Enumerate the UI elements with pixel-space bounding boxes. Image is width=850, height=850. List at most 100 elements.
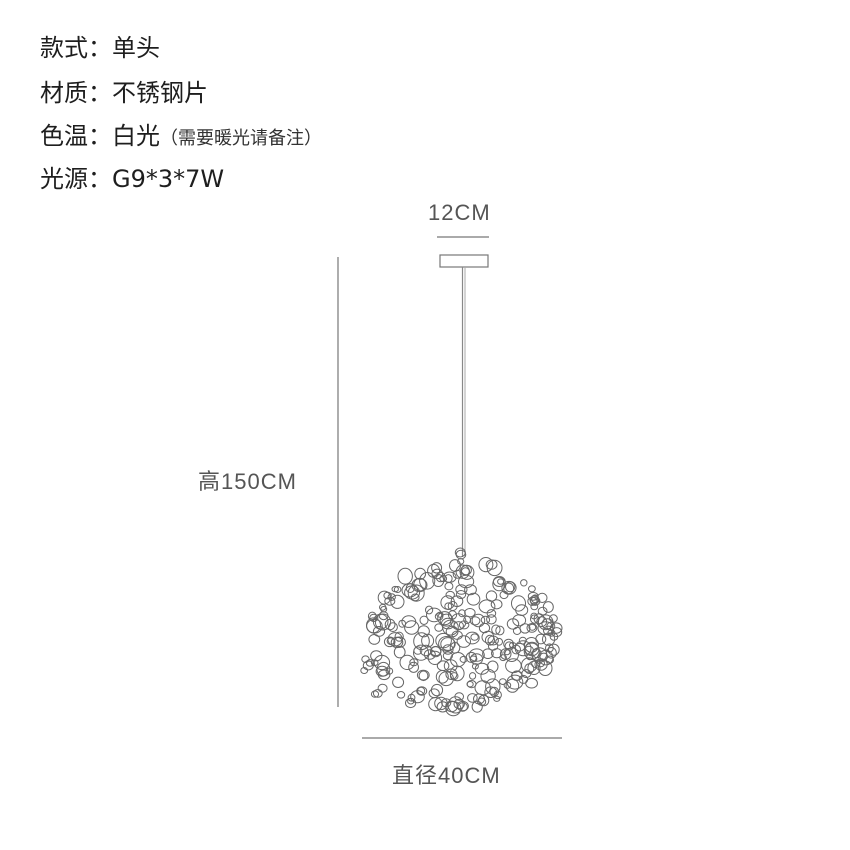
- petal-disc: [435, 632, 452, 649]
- petal-disc: [401, 583, 419, 598]
- petal-disc: [497, 578, 505, 585]
- petal-disc: [457, 702, 468, 712]
- petal-disc: [404, 620, 420, 635]
- petal-disc: [538, 660, 553, 677]
- petal-disc: [445, 590, 455, 599]
- petal-disc: [384, 618, 396, 631]
- petal-disc: [536, 659, 546, 668]
- petal-disc: [493, 690, 502, 700]
- petal-disc: [486, 609, 497, 618]
- petal-disc: [549, 622, 563, 634]
- petal-disc: [393, 645, 406, 659]
- petal-disc: [458, 609, 466, 618]
- petal-disc: [427, 650, 443, 666]
- petal-disc: [504, 641, 514, 651]
- spec-color-temp-note: （需要暖光请备注）: [160, 128, 322, 149]
- petal-disc: [372, 626, 386, 637]
- petal-disc: [518, 674, 529, 684]
- petal-disc: [535, 633, 547, 645]
- petal-disc: [458, 574, 475, 589]
- petal-disc: [408, 661, 420, 673]
- petal-disc: [491, 624, 501, 635]
- petal-disc: [524, 663, 535, 674]
- petal-disc: [463, 615, 472, 624]
- petal-disc: [430, 683, 444, 697]
- petal-disc: [464, 584, 477, 596]
- petal-disc: [480, 615, 491, 625]
- spec-color-temp-label: 色温：: [40, 122, 112, 150]
- petal-disc: [386, 637, 395, 646]
- petal-disc: [452, 569, 462, 579]
- petal-disc: [468, 648, 485, 662]
- spec-material: 材质：不锈钢片: [40, 78, 208, 108]
- spec-light-source-value: G9*3*7W: [112, 165, 225, 193]
- petal-disc: [495, 625, 505, 636]
- petal-disc: [524, 637, 539, 653]
- petal-disc: [512, 614, 527, 627]
- petal-disc: [464, 608, 476, 618]
- petal-disc: [444, 582, 454, 591]
- petal-disc: [532, 648, 542, 659]
- petal-disc: [486, 660, 499, 673]
- spec-light-source-label: 光源：: [40, 165, 112, 193]
- spec-light-source: 光源：G9*3*7W: [40, 164, 224, 194]
- diameter-label: 直径40CM: [392, 763, 501, 788]
- spec-color-temp-value: 白光: [112, 122, 160, 150]
- petal-disc: [428, 688, 440, 699]
- petal-disc: [449, 559, 461, 572]
- petal-disc: [503, 638, 515, 650]
- petal-disc: [526, 653, 534, 661]
- petal-disc: [455, 590, 467, 599]
- petal-disc: [370, 659, 379, 667]
- petal-disc: [383, 636, 396, 648]
- petal-disc: [485, 678, 501, 695]
- petal-disc: [370, 650, 383, 662]
- petal-disc: [464, 631, 480, 645]
- petal-disc: [399, 654, 415, 671]
- petal-disc: [505, 581, 516, 593]
- petal-disc: [372, 689, 383, 698]
- petal-disc: [471, 613, 486, 628]
- petal-disc: [384, 596, 396, 606]
- petal-disc: [537, 606, 548, 616]
- petal-disc: [419, 644, 433, 657]
- petal-disc: [421, 633, 435, 648]
- petal-disc: [519, 623, 531, 634]
- petal-disc: [370, 690, 380, 698]
- petal-disc: [366, 617, 381, 634]
- petal-disc: [407, 697, 415, 705]
- petal-disc: [492, 576, 506, 592]
- petal-disc: [456, 635, 471, 648]
- petal-disc: [506, 674, 524, 690]
- petal-disc: [377, 669, 391, 681]
- petal-disc: [484, 634, 496, 646]
- spec-material-label: 材质：: [40, 79, 112, 107]
- petal-disc: [442, 619, 459, 636]
- petal-disc: [531, 659, 541, 669]
- petal-disc: [481, 630, 495, 644]
- petal-disc: [438, 636, 456, 652]
- petal-disc: [528, 623, 537, 631]
- petal-disc: [527, 660, 541, 676]
- petal-disc: [547, 643, 560, 656]
- petal-disc: [511, 670, 523, 681]
- petal-disc: [387, 593, 396, 601]
- petal-disc: [469, 672, 477, 680]
- petal-disc: [486, 559, 503, 577]
- petal-disc: [526, 623, 538, 633]
- petal-disc: [430, 646, 442, 658]
- petal-disc: [492, 576, 506, 587]
- petal-disc: [436, 660, 450, 672]
- petal-disc: [499, 590, 509, 600]
- petal-disc: [486, 614, 497, 625]
- petal-disc: [473, 693, 485, 705]
- petal-disc: [499, 654, 507, 662]
- petal-disc: [413, 632, 430, 651]
- petal-disc: [437, 611, 453, 626]
- petal-disc: [511, 595, 526, 612]
- petal-disc: [372, 613, 389, 630]
- petal-disc: [396, 691, 406, 699]
- petal-disc: [410, 593, 420, 602]
- bubble-cluster-shade: [360, 547, 563, 717]
